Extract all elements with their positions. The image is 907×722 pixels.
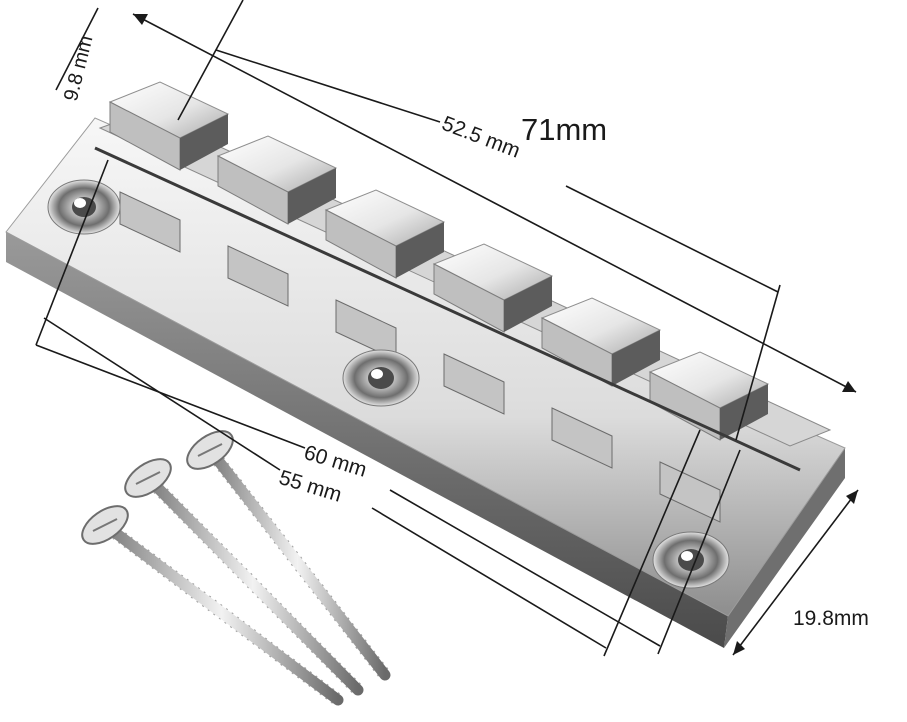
- plate-end: [724, 448, 845, 648]
- mount-hole-right: [652, 531, 730, 589]
- screw-icon: [124, 458, 364, 696]
- dim-55-line-b: [371, 507, 607, 649]
- dim-525-line-b: [565, 185, 779, 293]
- dim-525-tick-right: [735, 284, 781, 441]
- saddle: [432, 243, 554, 415]
- dim-98-line: [55, 7, 99, 91]
- saddle: [216, 135, 338, 307]
- dim-71-line: [132, 13, 857, 393]
- dim-55-line-a: [43, 317, 281, 471]
- screws-group: [81, 430, 391, 706]
- dim-198-line: [732, 489, 859, 656]
- dim-label-overall-length: 71mm: [521, 112, 608, 147]
- plate-side: [6, 232, 728, 648]
- mount-hole-left: [47, 179, 121, 235]
- saddle: [324, 189, 446, 361]
- dimension-lines: [35, 0, 859, 657]
- plate-top: [5, 117, 846, 617]
- screw-icon: [186, 430, 391, 681]
- dim-60-line-b: [389, 489, 661, 647]
- arrow-head-icon: [733, 641, 745, 655]
- mount-hole-center: [342, 349, 420, 407]
- dim-label-plate-width: 19.8mm: [793, 607, 869, 630]
- arrow-head-icon: [133, 14, 148, 25]
- dim-525-line-a: [215, 49, 441, 123]
- saddles-group: [108, 81, 770, 523]
- dim-60-line-a: [35, 344, 306, 449]
- arrow-head-icon: [842, 381, 856, 392]
- screw-icon: [81, 505, 344, 706]
- center-rail: [94, 146, 801, 472]
- dim-55-tick-right: [603, 429, 701, 657]
- saddle: [108, 81, 230, 253]
- dim-525-tick-left: [177, 0, 244, 121]
- dim-60-tick-right: [657, 449, 741, 655]
- saddle: [540, 297, 662, 469]
- dim-60-tick-left: [35, 159, 109, 346]
- saddle: [648, 351, 770, 523]
- arrow-head-icon: [846, 490, 858, 504]
